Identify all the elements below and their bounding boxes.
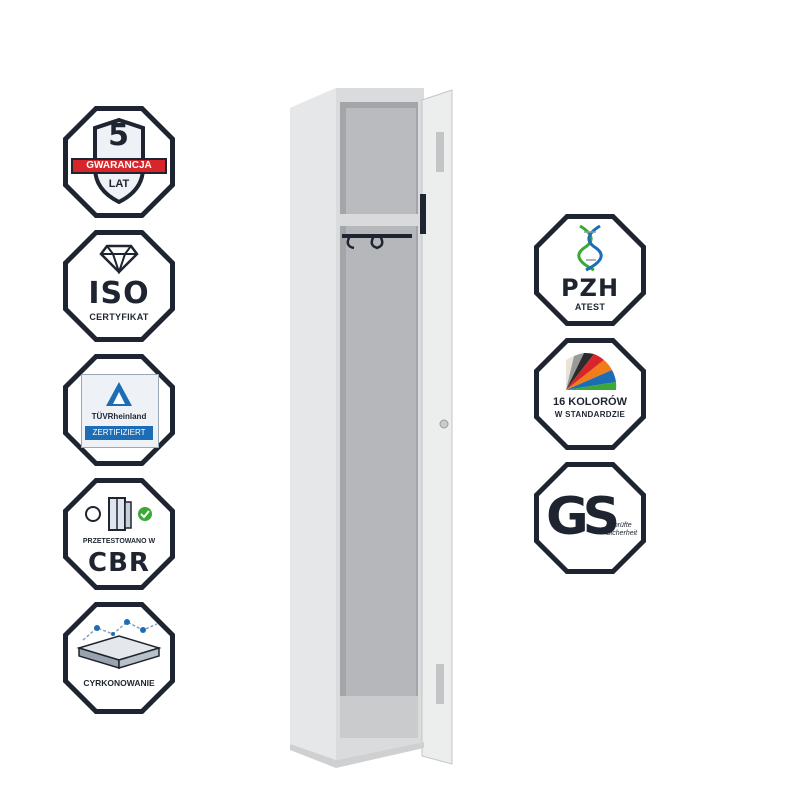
warranty-number: 5	[108, 118, 130, 153]
tuv-brand: TÜVRheinland	[91, 412, 147, 421]
gs-badge: GS geprüfte Sicherheit	[532, 460, 648, 576]
diamond-icon	[99, 244, 139, 274]
gs-title: GS	[546, 487, 620, 547]
warranty-ribbon	[71, 158, 167, 174]
pzh-badge: PZH ATEST	[532, 212, 648, 328]
colors-badge: 16 KOLORÓW W STANDARDZIE	[532, 336, 648, 452]
warranty-sub: LAT	[108, 178, 130, 190]
coat-rail	[342, 234, 412, 238]
lab-test-icon	[85, 497, 152, 531]
gs-sub1: geprüfte	[606, 522, 632, 529]
tuv-stamp	[85, 426, 153, 440]
warranty-ribbon-text: GWARANCJA	[86, 160, 152, 171]
zinc-sub: CYRKONOWANIE	[83, 678, 155, 688]
gs-mark-icon: GS geprüfte Sicherheit	[546, 487, 638, 547]
cbr-top: PRZETESTOWANO W	[82, 538, 156, 545]
iso-title: ISO	[88, 276, 150, 311]
coated-sheet-icon	[76, 619, 162, 670]
cbr-title: CBR	[88, 548, 150, 578]
pzh-title: PZH	[560, 274, 620, 302]
zinc-badge: CYRKONOWANIE	[61, 600, 177, 716]
colors-title: 16 KOLORÓW	[553, 396, 627, 408]
gs-sub2: Sicherheit	[606, 530, 638, 537]
color-fan-icon	[566, 352, 617, 390]
locker-illustration	[290, 88, 453, 768]
iso-sub: CERTYFIKAT	[89, 312, 149, 322]
iso-badge: ISO CERTYFIKAT	[61, 228, 177, 344]
cbr-badge: PRZETESTOWANO W CBR	[61, 476, 177, 592]
pzh-sub: ATEST	[574, 302, 606, 312]
colors-sub: W STANDARDZIE	[554, 410, 626, 419]
tuv-stamp-text: ZERTIFIZIERT	[92, 428, 146, 437]
dna-icon	[577, 224, 603, 272]
tuv-badge: TÜVRheinland ZERTIFIZIERT	[61, 352, 177, 468]
warranty-badge: 5 GWARANCJA LAT	[61, 104, 177, 220]
tuv-triangle-icon	[106, 382, 132, 406]
